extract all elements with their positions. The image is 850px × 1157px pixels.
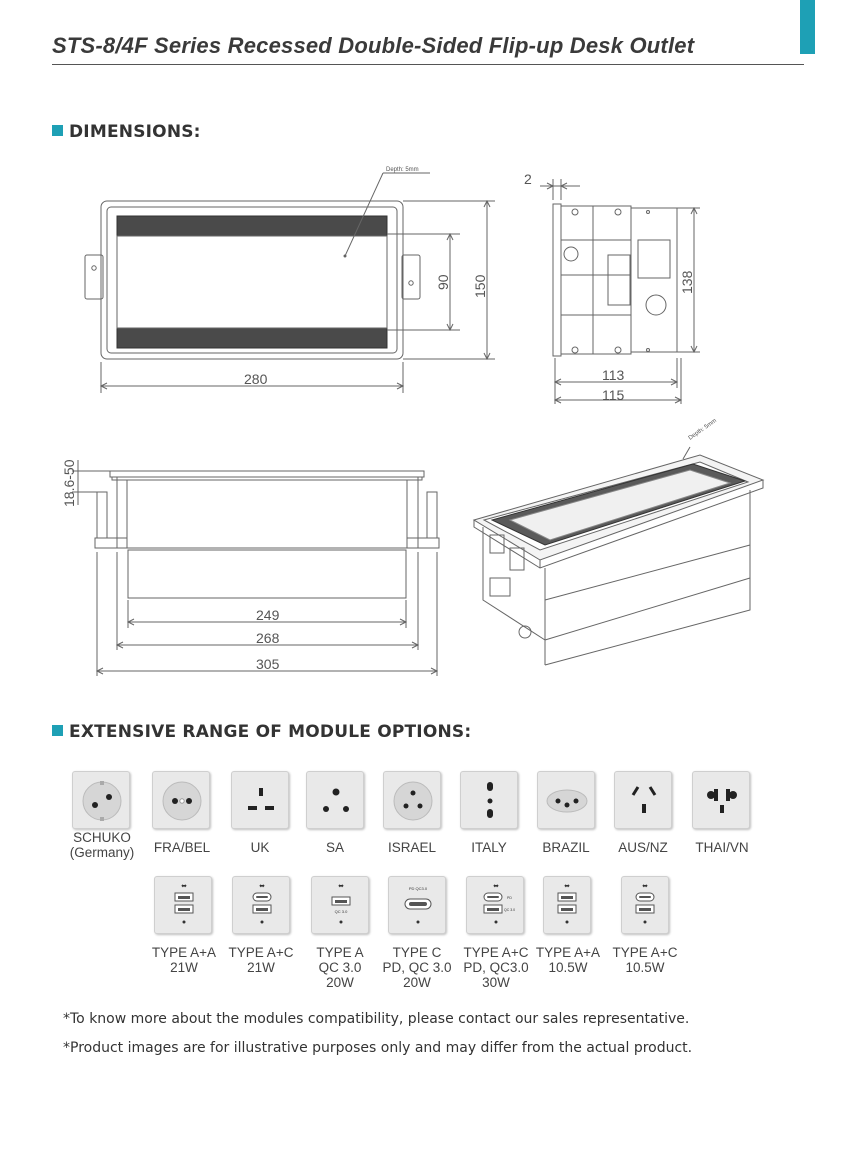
- svg-text:⬌: ⬌: [642, 883, 648, 890]
- italy-socket-icon: [460, 771, 518, 829]
- svg-text:⬌: ⬌: [259, 883, 265, 890]
- dim-150: 150: [472, 274, 488, 298]
- side-view-drawing: [540, 179, 700, 404]
- thai-socket-icon: [692, 771, 750, 829]
- module-label-fra-bel: FRA/BEL: [153, 840, 211, 855]
- section-heading-modules: EXTENSIVE RANGE OF MODULE OPTIONS:: [52, 722, 471, 742]
- dimension-drawings: Depth: 5mm 280 90 150 2 138 113 115 18.6…: [61, 167, 765, 676]
- brazil-socket-icon: [537, 771, 595, 829]
- dim-2: 2: [524, 171, 532, 187]
- section-heading-dimensions: DIMENSIONS:: [52, 122, 201, 142]
- chip-qc-short: QC 3.0: [504, 908, 515, 912]
- accent-bar: [800, 0, 815, 54]
- svg-text:⬌: ⬌: [338, 883, 344, 890]
- module-label-schuko: SCHUKO(Germany): [69, 830, 135, 860]
- module-label-uk: UK: [250, 840, 270, 855]
- aus-socket-icon: [614, 771, 672, 829]
- section-heading-modules-text: EXTENSIVE RANGE OF MODULE OPTIONS:: [69, 722, 472, 742]
- note-illustrative: *Product images are for illustrative pur…: [63, 1040, 693, 1056]
- bullet-square-icon: [52, 125, 63, 136]
- dim-249: 249: [256, 607, 280, 623]
- page-title: STS-8/4F Series Recessed Double-Sided Fl…: [52, 33, 695, 58]
- usb-ac-pd-icon: ⬌ PD QC 3.0: [466, 876, 524, 934]
- title-rule: [52, 64, 804, 65]
- module-label-brazil: BRAZIL: [542, 840, 590, 855]
- schuko-socket-icon: [72, 771, 130, 829]
- sa-socket-icon: [306, 771, 364, 829]
- israel-socket-icon: [383, 771, 441, 829]
- front-view-drawing: [84, 172, 495, 393]
- usb-ac-small-icon: ⬌: [621, 876, 669, 934]
- svg-text:⬌: ⬌: [181, 883, 187, 890]
- dim-280: 280: [244, 371, 268, 387]
- section-heading-dimensions-text: DIMENSIONS:: [69, 122, 201, 142]
- uk-socket-icon: [231, 771, 289, 829]
- dim-138: 138: [679, 270, 695, 294]
- iso-depth-note: Depth: 5mm: [688, 418, 718, 442]
- dim-90: 90: [435, 274, 451, 290]
- usb-aa-icon: ⬌: [154, 876, 212, 934]
- svg-text:⬌: ⬌: [564, 883, 570, 890]
- module-label-aus-nz: AUS/NZ: [618, 840, 668, 855]
- chip-pd: PD: [507, 896, 512, 900]
- usb-c-pd-icon: PD QC3.0: [388, 876, 446, 934]
- dim-115: 115: [602, 387, 625, 403]
- dim-268: 268: [256, 630, 280, 646]
- svg-text:⬌: ⬌: [493, 883, 499, 890]
- module-label-thai-vn: THAI/VN: [695, 840, 749, 855]
- note-compatibility: *To know more about the modules compatib…: [63, 1011, 690, 1027]
- front-depth-note: Depth: 5mm: [386, 167, 419, 173]
- usb-ac-icon: ⬌: [232, 876, 290, 934]
- dim-18-6-50: 18.6-50: [61, 459, 77, 507]
- module-label-israel: ISRAEL: [387, 840, 437, 855]
- isometric-view-drawing: [472, 446, 765, 666]
- dim-113: 113: [602, 367, 625, 383]
- usb-a-qc-icon: ⬌ QC 3.0: [311, 876, 369, 934]
- dim-305: 305: [256, 656, 280, 672]
- module-label-italy: ITALY: [471, 840, 507, 855]
- section-view-drawing: [72, 460, 440, 676]
- french-socket-icon: [152, 771, 210, 829]
- chip-pd-qc: PD QC3.0: [409, 886, 428, 891]
- module-label-sa: SA: [325, 840, 344, 855]
- chip-qc: QC 3.0: [335, 909, 348, 914]
- bullet-square-icon: [52, 725, 63, 736]
- usb-aa-small-icon: ⬌: [543, 876, 591, 934]
